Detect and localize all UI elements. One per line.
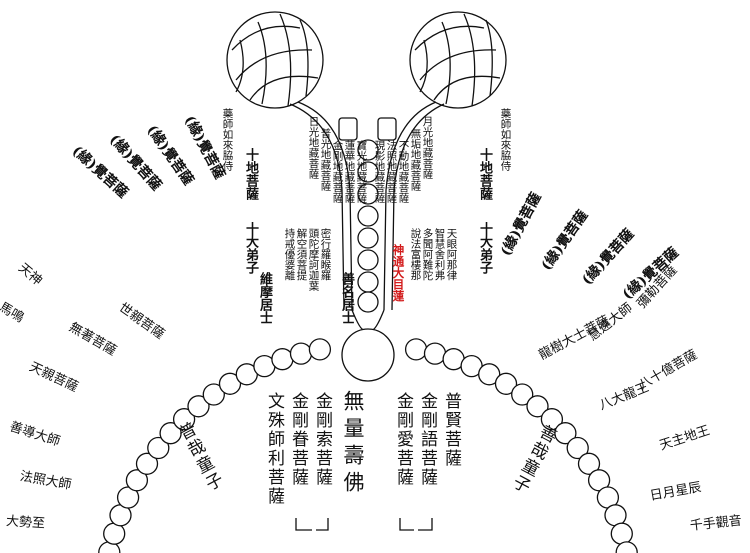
spacer-bead [357,139,379,161]
ur-col1: 月光地藏菩薩 [421,116,434,179]
mala-bead [610,522,633,545]
mala-bead [125,469,149,492]
spacer-bead [357,183,379,205]
ul-col5: 寶光地藏菩薩 [355,140,368,203]
ul-lay1: 維摩居士 [257,272,272,324]
spacer-bead [357,161,379,183]
left-column-c: 文殊師利菩薩 [264,392,284,506]
ul-attendant: 藥師如來脇侍 [221,108,234,171]
mala-bead [218,372,242,395]
ul-disciple1: 持戒優婆離 [283,228,296,281]
ul-col4: 蓮華地藏菩薩 [343,140,356,203]
ur-bodhisattva-label: 十地菩薩 [477,148,492,200]
mala-bead [147,436,170,460]
left-column-b: 金剛眷菩薩 [288,392,308,487]
ur-col4: 法照地藏菩薩 [385,140,398,203]
ul-col2: 普光地藏菩薩 [319,128,332,191]
right-cord [383,101,437,311]
mala-bead [202,383,225,406]
spacer-bead [357,205,379,227]
ul-lay2: 善名居士 [339,272,354,324]
mala-bead [554,422,577,445]
spacer-bead [357,291,379,313]
ur-disciple2: 智慧舍利弗 [433,228,446,281]
ul-bodhisattva-label: 十地菩薩 [243,148,258,200]
mala-bead [289,342,313,365]
mala-bead [526,395,549,418]
main-buddha-name: 無量壽佛 [341,390,365,498]
mala-bead [566,436,589,460]
mala-bead [135,452,159,475]
mala-bead [577,452,601,475]
right-tassel-ball [409,11,507,109]
mala-bead [187,395,210,418]
ur-disciple1: 天眼阿那律 [445,228,458,281]
spacer-bead [357,271,379,293]
spacer-bead [357,249,379,271]
mala-bead [404,338,428,361]
guru-bead [341,328,395,382]
mala-bead [540,408,564,431]
spacer-bead [357,227,379,249]
mala-bead [271,348,294,371]
left-column-a: 金剛索菩薩 [312,392,332,487]
mala-bead [423,342,447,365]
mala-bead [494,372,518,395]
left-tassel-ball [226,11,324,109]
mala-bead [159,422,182,445]
ul-disciple4: 密行羅睺羅 [319,228,332,281]
mala-bead [478,363,501,386]
right-column-c: 金剛愛菩薩 [393,392,413,487]
ul-disciple3: 頭陀摩訶迦葉 [307,228,320,291]
mala-bead [511,383,534,406]
ur-col2: 無垢地藏菩薩 [409,128,422,191]
ur-disciples-label: 十大弟子 [477,222,492,274]
left-cord [297,101,353,311]
ur-disciple4: 說法富樓那 [409,228,422,281]
ur-red-name: 神通大目蓮 [391,244,406,302]
ur-attendant: 藥師如來脇侍 [499,108,512,171]
ul-col3: 金剛地藏菩薩 [331,140,344,203]
ur-disciple3: 多聞阿難陀 [421,228,434,281]
ul-disciple2: 解空須菩提 [295,228,308,281]
ur-col3: 不動地藏菩薩 [397,140,410,203]
right-column-b: 金剛語菩薩 [417,392,437,487]
ul-col1: 日光地藏菩薩 [307,116,320,179]
ul-disciples-label: 十大弟子 [243,222,258,274]
mala-bead [308,338,332,361]
mala-bead [172,408,196,431]
mala-bead [615,541,638,553]
ur-col5: 現影地藏菩薩 [373,140,386,203]
right-column-a: 普賢菩薩 [441,392,461,468]
outer-left-8: 大勢至 [5,514,46,532]
